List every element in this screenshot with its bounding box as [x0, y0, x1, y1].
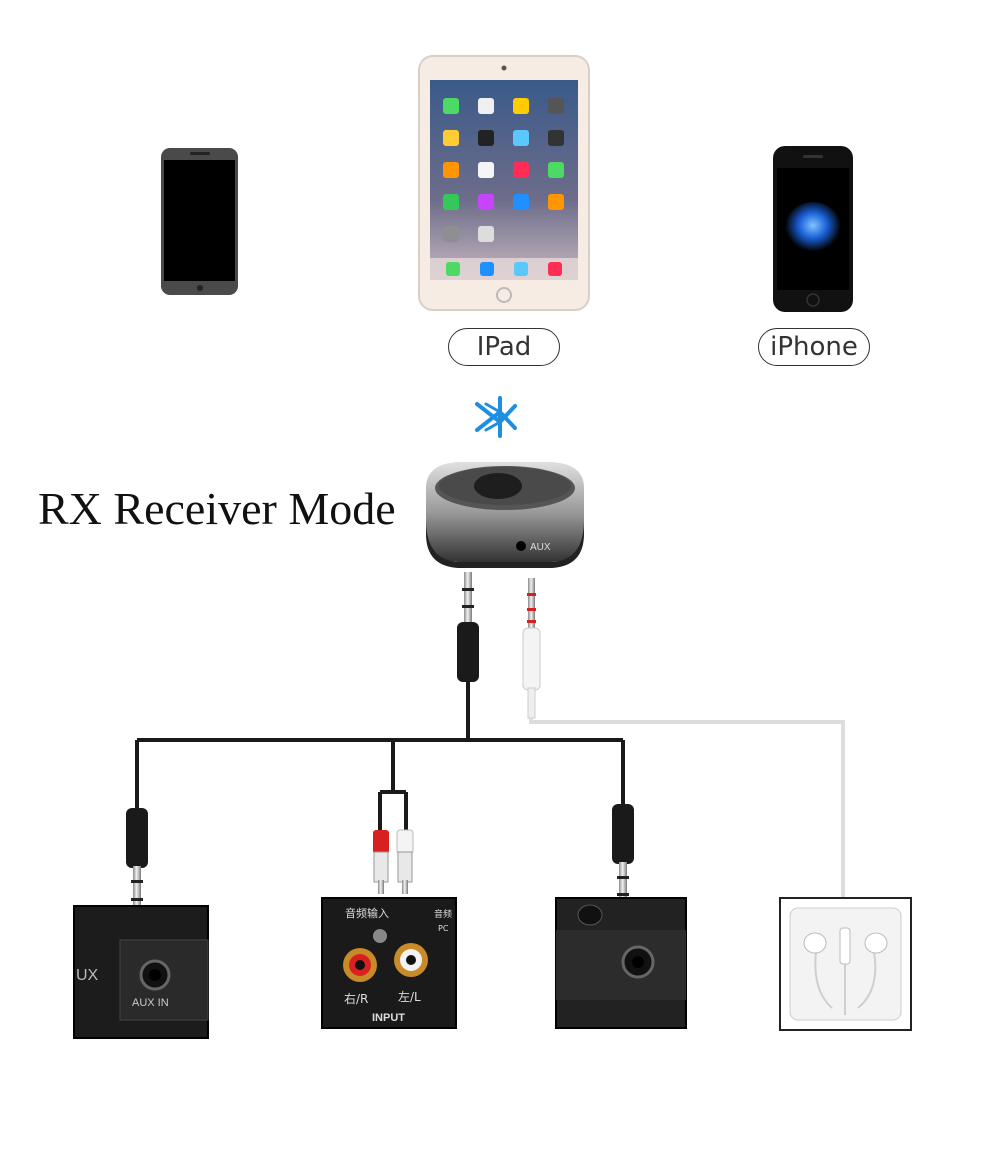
rca-side-label: 音频 [434, 908, 452, 920]
rca-side-label-2: PC [438, 924, 449, 933]
rca-plug-red [373, 830, 389, 894]
iphone-device [773, 146, 853, 312]
ipad-label-pill: IPad [448, 328, 560, 366]
rca-plug-white [396, 829, 414, 894]
rca-input-panel: 音频输入 音频 PC 右/R 左/L INPUT [321, 897, 457, 1029]
rca-right-label: 右/R [344, 991, 368, 1006]
speaker-jack-panel [555, 897, 687, 1029]
ipad-label: IPad [476, 332, 532, 362]
ipad-device [418, 55, 590, 311]
rca-input-label: INPUT [372, 1012, 405, 1024]
white-cable [529, 718, 845, 900]
aux-plug-left [126, 808, 148, 916]
black-cable-tree [135, 682, 625, 832]
earphones-panel [779, 897, 912, 1031]
bluetooth-receiver: AUX [426, 462, 584, 568]
mode-title: RX Receiver Mode [38, 483, 396, 534]
iphone-label: iPhone [770, 332, 858, 362]
rca-header-label: 音频输入 [345, 906, 389, 920]
black-plug-top [457, 572, 479, 682]
receiver-aux-label: AUX [530, 542, 551, 553]
ipad-app-grid [443, 98, 564, 242]
aux-plug-right [612, 804, 634, 908]
iphone-label-pill: iPhone [758, 328, 870, 366]
aux-panel-label: UX [76, 967, 99, 984]
bluetooth-icon [475, 396, 517, 438]
aux-in-panel: UX AUX IN [73, 905, 209, 1039]
android-phone [161, 148, 238, 295]
aux-in-label: AUX IN [132, 997, 169, 1009]
white-plug-top [522, 578, 541, 719]
rca-left-label: 左/L [398, 989, 421, 1004]
